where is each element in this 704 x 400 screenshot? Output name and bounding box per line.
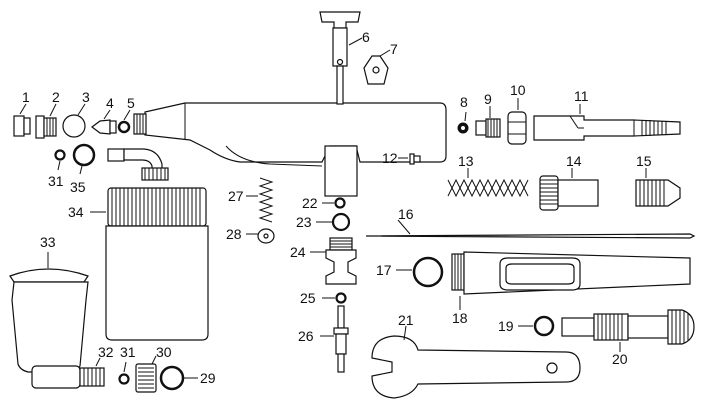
label-33: 33 (40, 234, 56, 250)
label-1: 1 (22, 89, 30, 105)
label-27: 27 (228, 188, 244, 204)
part-5 (117, 120, 131, 134)
part-13-spring-back (447, 178, 529, 198)
part-23 (331, 212, 351, 232)
label-29: 29 (200, 370, 216, 386)
leader-7 (379, 49, 391, 57)
part-10 (507, 111, 527, 145)
label-2: 2 (52, 89, 60, 105)
part-16-needle (365, 233, 696, 239)
label-32: 32 (98, 344, 114, 360)
label-28: 28 (226, 226, 242, 242)
label-12: 12 (382, 150, 398, 166)
part-2 (35, 115, 57, 139)
part-17 (412, 256, 444, 288)
part-14 (539, 175, 599, 211)
part-33-cup (9, 268, 105, 389)
leader-6 (348, 37, 363, 46)
leader-1 (19, 103, 27, 115)
part-9 (475, 118, 501, 138)
label-34: 34 (68, 204, 84, 220)
label-6: 6 (362, 29, 370, 45)
label-8: 8 (460, 94, 468, 110)
part-34-bottle (105, 167, 209, 341)
part-29 (159, 365, 185, 391)
part-22 (334, 197, 346, 209)
part-7-hole (372, 66, 380, 74)
label-31-bottom: 31 (120, 344, 136, 360)
label-13: 13 (458, 153, 474, 169)
part-13-spring (447, 178, 529, 198)
part-20 (561, 309, 695, 345)
part-21-wrench (371, 335, 581, 399)
leader-4 (103, 109, 111, 120)
leader-5 (123, 109, 131, 121)
label-18: 18 (452, 310, 468, 326)
label-4: 4 (106, 95, 114, 111)
part-24 (325, 237, 357, 285)
part-28 (257, 228, 275, 244)
part-35 (72, 143, 96, 167)
label-30: 30 (156, 344, 172, 360)
label-3: 3 (82, 89, 90, 105)
part-25 (335, 292, 347, 304)
part-30 (135, 363, 157, 393)
leader-30 (151, 355, 157, 365)
part-4 (91, 119, 117, 135)
part-1 (13, 115, 31, 137)
leader-31-bottom (123, 361, 127, 373)
label-25: 25 (300, 290, 316, 306)
label-23: 23 (296, 214, 312, 230)
leader-16 (397, 219, 411, 235)
label-15: 15 (636, 153, 652, 169)
leader-8 (464, 111, 467, 122)
label-24: 24 (290, 244, 306, 260)
leader-32 (95, 357, 101, 367)
label-35: 35 (70, 179, 86, 195)
trigger-part (319, 11, 361, 105)
label-20: 20 (612, 351, 628, 367)
part-31-bottom (118, 373, 130, 385)
label-14: 14 (566, 153, 582, 169)
label-19: 19 (498, 318, 514, 334)
part-27-spring (258, 177, 274, 223)
part-3 (62, 114, 86, 138)
leader-21 (403, 325, 407, 341)
label-9: 9 (484, 91, 492, 107)
part-19 (533, 315, 555, 337)
label-11: 11 (574, 88, 589, 104)
label-16: 16 (398, 206, 414, 222)
part-11 (533, 115, 681, 141)
part-12 (409, 153, 421, 165)
leader-31-top (57, 160, 61, 171)
elbow-connector (107, 148, 163, 173)
part-8-hole (461, 126, 465, 130)
part-15 (635, 179, 681, 207)
label-10: 10 (510, 82, 526, 98)
label-31-top: 31 (48, 173, 64, 189)
part-31-top (54, 149, 66, 161)
label-22: 22 (302, 195, 318, 211)
label-17: 17 (376, 262, 392, 278)
label-7: 7 (390, 41, 398, 57)
label-21: 21 (398, 312, 414, 328)
leader-35 (79, 165, 83, 175)
leader-3 (77, 103, 86, 116)
leader-2 (49, 103, 57, 117)
airbrush-body (133, 102, 447, 197)
part-18-handle (451, 251, 691, 295)
part-26 (333, 305, 349, 373)
label-26: 26 (298, 328, 314, 344)
label-5: 5 (127, 95, 135, 111)
